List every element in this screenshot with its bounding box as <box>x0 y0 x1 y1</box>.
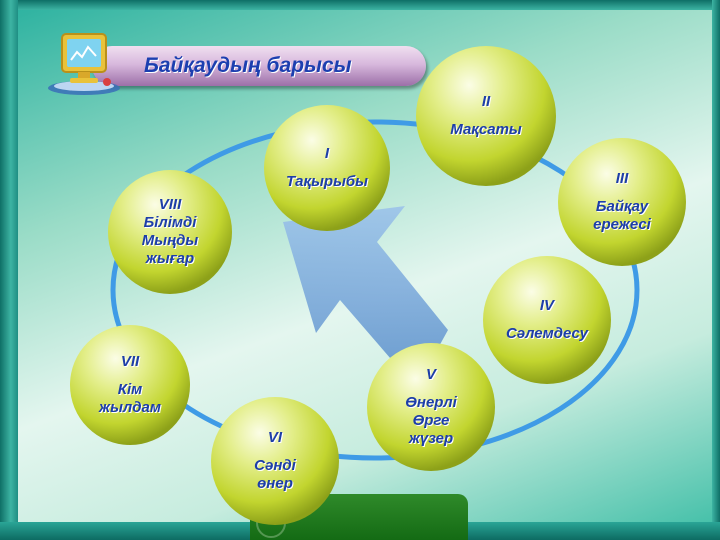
stage-ball-1 <box>264 105 390 231</box>
stage-text: Өнерлі <box>405 394 457 411</box>
stage-number: III <box>615 170 629 187</box>
stage-text: Мақсаты <box>450 121 522 138</box>
stage-number: VIII <box>158 196 182 213</box>
stage-text: Өрге <box>412 412 450 429</box>
stage-number: I <box>324 145 330 162</box>
stage-label-2: II Мақсаты <box>427 93 546 139</box>
stage-text: Сәнді <box>254 457 296 474</box>
stage-text: Байқау <box>595 198 649 215</box>
stage-text: жылдам <box>99 399 161 416</box>
title-banner <box>92 46 426 86</box>
stage-text: Білімді <box>143 214 197 231</box>
stage-number: II <box>481 93 491 110</box>
stage-label-4: IV Сәлемдесу <box>493 297 602 343</box>
cycle-ring <box>110 119 640 461</box>
stage-text: Тақырыбы <box>285 173 368 190</box>
stage-text: Мыңды <box>141 232 199 249</box>
stage-text: ережесі <box>593 216 651 233</box>
stage-number: VI <box>267 429 283 446</box>
frame-top <box>0 0 720 10</box>
stage-ball-8 <box>108 170 232 294</box>
slide-title: Байқаудың барысы <box>144 54 352 77</box>
frame-left <box>0 0 18 540</box>
center-arrow <box>283 206 448 388</box>
stage-text: өнер <box>257 475 293 492</box>
stage-ball-4 <box>483 256 611 384</box>
stage-text: Сәлемдесу <box>505 325 588 342</box>
stage-ball-3 <box>558 138 686 266</box>
stage-ball-2 <box>416 46 556 186</box>
stage-text: Кім <box>117 381 143 398</box>
stage-ball-6 <box>211 397 339 525</box>
stage-number: VII <box>120 353 140 370</box>
frame-right <box>712 0 720 540</box>
computer-monitor-icon <box>48 33 120 95</box>
stage-number: V <box>425 366 436 383</box>
stage-ball-7 <box>70 325 190 445</box>
stage-ball-5 <box>367 343 495 471</box>
stage-label-1: I Тақырыбы <box>273 145 380 191</box>
stage-text: жүзер <box>408 430 454 447</box>
stage-number: IV <box>539 297 555 314</box>
stage-text: жығар <box>145 250 195 267</box>
